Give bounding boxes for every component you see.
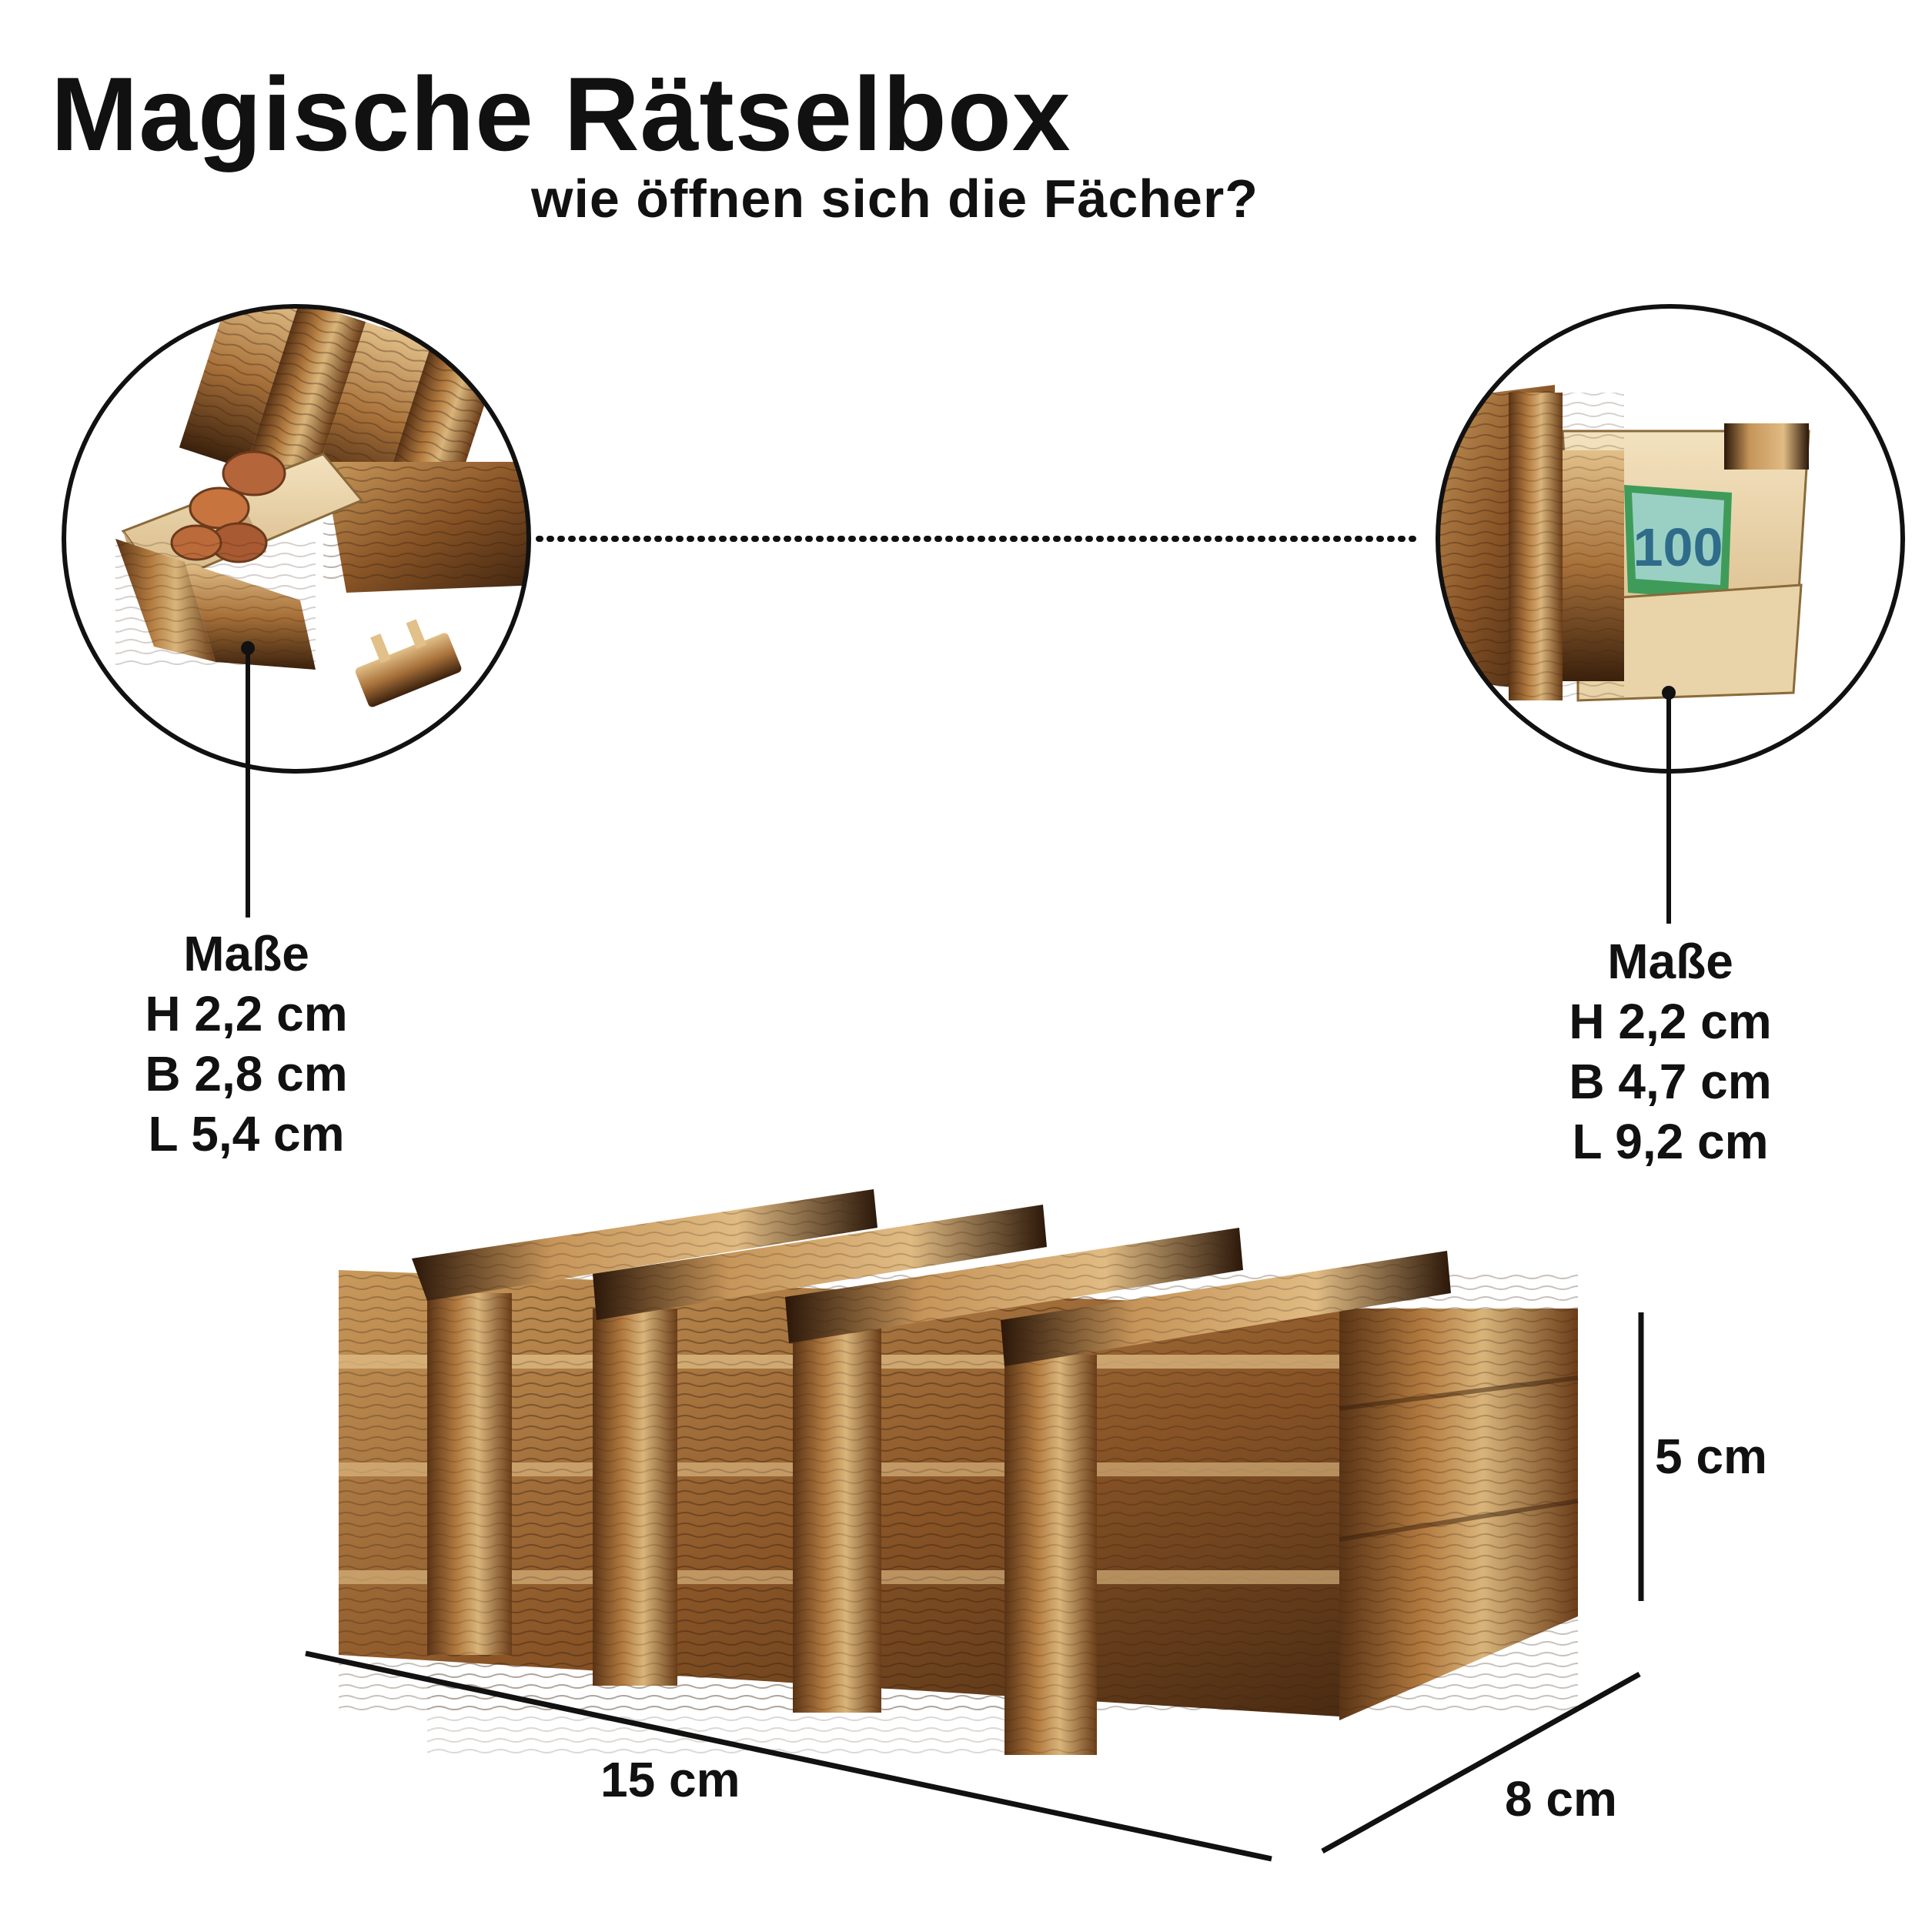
banknote-icon: 100 <box>1624 485 1732 600</box>
box-height-label: 5 cm <box>1655 1429 1767 1484</box>
left-dimension-width: B 2,8 cm <box>145 1046 348 1101</box>
left-detail-circle <box>64 306 529 771</box>
page-title: Magische Rätselbox <box>51 55 1071 172</box>
right-dimension-width: B 4,7 cm <box>1569 1054 1772 1109</box>
right-dimension-length: L 9,2 cm <box>1572 1114 1769 1169</box>
banknote-value: 100 <box>1633 517 1723 577</box>
depth-dimension-line <box>1321 1671 1641 1854</box>
right-dimension-height: H 2,2 cm <box>1569 994 1772 1049</box>
length-dimension-line <box>305 1650 1272 1862</box>
left-dimensions-heading: Maße <box>183 926 309 981</box>
right-compartment-dimensions: Maße H 2,2 cm B 4,7 cm L 9,2 cm <box>1509 931 1832 1172</box>
left-compartment-dimensions: Maße H 2,2 cm B 2,8 cm L 5,4 cm <box>85 924 408 1164</box>
puzzle-box <box>339 1189 1579 1755</box>
box-length-label: 15 cm <box>600 1752 740 1807</box>
left-dimension-length: L 5,4 cm <box>148 1106 345 1162</box>
left-dimension-height: H 2,2 cm <box>145 986 348 1041</box>
box-depth-label: 8 cm <box>1505 1771 1617 1827</box>
right-dimensions-heading: Maße <box>1607 934 1733 989</box>
right-detail-circle: 100 <box>1438 306 1903 771</box>
left-detail-ring <box>62 304 531 774</box>
page-subtitle: wie öffnen sich die Fächer? <box>531 169 1258 229</box>
